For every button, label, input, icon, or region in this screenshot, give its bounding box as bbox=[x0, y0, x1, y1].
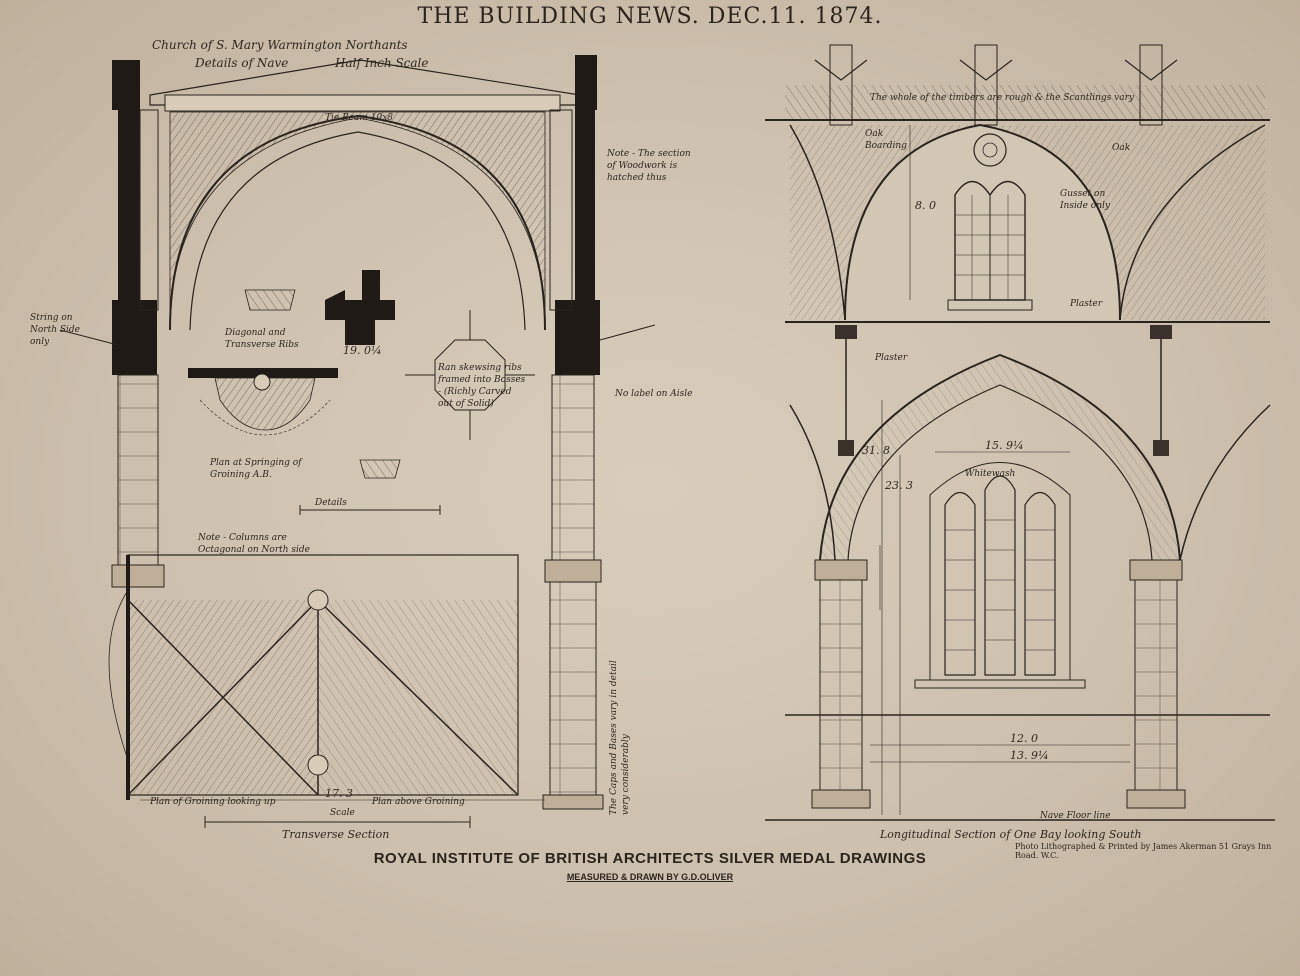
caption-transverse: Transverse Section bbox=[282, 828, 390, 841]
footer-title: ROYAL INSTITUTE OF BRITISH ARCHITECTS SI… bbox=[373, 850, 927, 867]
note-string: String on North Side only bbox=[30, 313, 81, 347]
note-oak-boarding: Oak Boarding bbox=[865, 129, 907, 151]
printer-credit: Photo Lithographed & Printed by James Ak… bbox=[1015, 842, 1272, 860]
page-header: THE BUILDING NEWS. DEC.11. 1874. bbox=[417, 4, 883, 29]
note-gusset: Gusset on Inside only bbox=[1060, 189, 1110, 211]
note-tie-beam: Tie Beam 10x8 bbox=[325, 113, 394, 123]
note-columns: Note - Columns are Octagonal on North si… bbox=[198, 533, 311, 555]
dim-15: 15. 9¼ bbox=[985, 439, 1024, 452]
note-whitewash: Whitewash bbox=[965, 469, 1016, 479]
note-nave-floor: Nave Floor line bbox=[1040, 811, 1111, 821]
dim-13: 13. 9¼ bbox=[1010, 749, 1049, 762]
note-details-scale: Details bbox=[315, 498, 347, 508]
note-no-label: No label on Aisle bbox=[615, 389, 693, 399]
caption-plan-above: Plan above Groining bbox=[372, 797, 465, 807]
dim-12: 12. 0 bbox=[1010, 732, 1038, 745]
drawing-title-scale: Half Inch Scale bbox=[335, 56, 429, 70]
dim-8: 8. 0 bbox=[915, 199, 936, 212]
note-plan-springing: Plan at Springing of Groining A.B. bbox=[210, 458, 302, 480]
note-woodwork: Note - The section of Woodwork is hatche… bbox=[607, 149, 691, 183]
footer-author: MEASURED & DRAWN BY G.D.OLIVER bbox=[566, 872, 734, 882]
drawing-title-details: Details of Nave bbox=[195, 56, 289, 70]
note-oak-right: Oak bbox=[1112, 143, 1131, 153]
drawing-title-church: Church of S. Mary Warmington Northants bbox=[152, 38, 408, 52]
note-caps-bases: The Caps and Bases vary in detail very c… bbox=[609, 660, 631, 815]
dim-23: 23. 3 bbox=[885, 479, 913, 492]
note-plaster-top: Plaster bbox=[1070, 299, 1103, 309]
dim-19: 19. 0¼ bbox=[343, 344, 382, 357]
caption-plan-groining: Plan of Groining looking up bbox=[150, 797, 276, 807]
note-bosses: Ran skewsing ribs framed into Bosses - (… bbox=[438, 363, 526, 409]
dim-17: 17. 3 bbox=[325, 787, 353, 800]
note-scantling: The whole of the timbers are rough & the… bbox=[870, 93, 1134, 103]
transverse-section bbox=[59, 55, 656, 828]
note-plaster-mid: Plaster bbox=[875, 353, 908, 363]
caption-longitudinal: Longitudinal Section of One Bay looking … bbox=[880, 828, 1142, 841]
note-diagonal-ribs: Diagonal and Transverse Ribs bbox=[225, 328, 299, 350]
caption-scale: Scale bbox=[330, 808, 355, 818]
dim-31: 31. 8 bbox=[862, 444, 890, 457]
longitudinal-section bbox=[765, 44, 1275, 821]
